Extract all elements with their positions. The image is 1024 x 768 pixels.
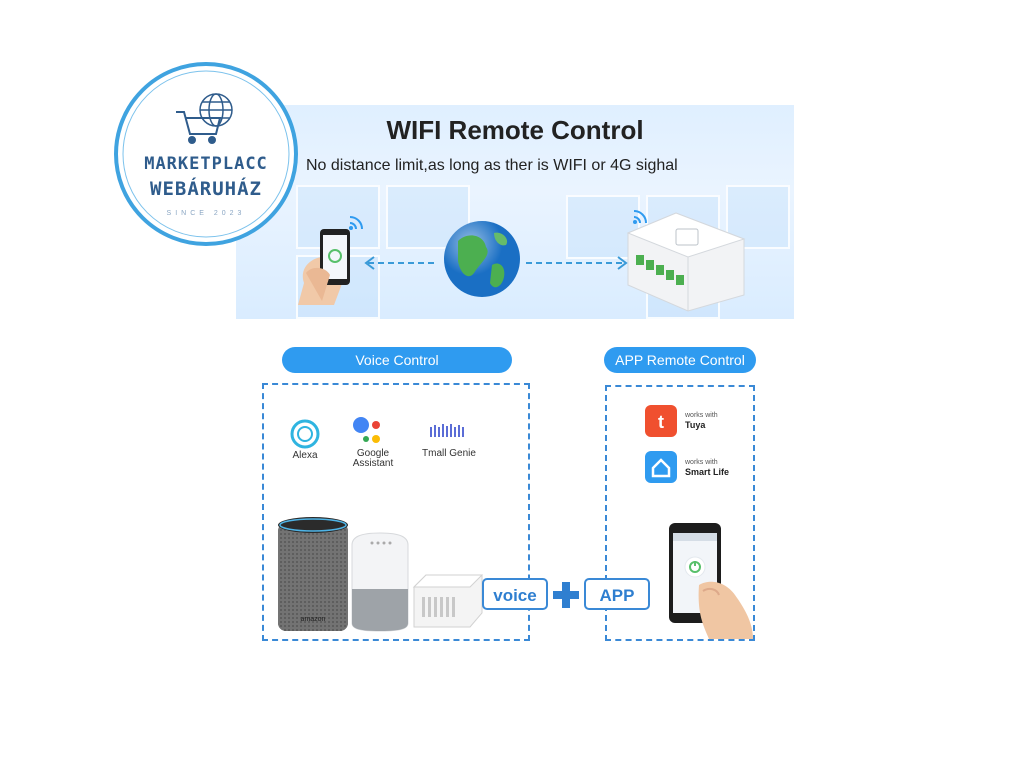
phone-in-hand-icon bbox=[298, 229, 350, 305]
marketplace-logo: MARKETPLACC WEBÁRUHÁZ SINCE 2023 bbox=[112, 60, 300, 248]
tuya-works-with: works with bbox=[685, 412, 718, 419]
smart-life-icon bbox=[645, 451, 677, 483]
tmall-genie-speaker-icon bbox=[412, 574, 484, 628]
google-assistant-icon bbox=[353, 417, 380, 443]
smart-life-works-with: works with bbox=[685, 459, 718, 466]
logo-since: SINCE 2023 bbox=[166, 210, 246, 217]
speaker-brand: amazon bbox=[301, 616, 326, 623]
wifi-signal-icon bbox=[633, 210, 647, 224]
phone-in-hand-icon bbox=[669, 523, 753, 639]
banner-title: WIFI Remote Control bbox=[386, 115, 644, 145]
app-control-title: APP Remote Control bbox=[604, 347, 756, 373]
voice-tag: voice bbox=[482, 578, 548, 610]
alexa-label: Alexa bbox=[292, 450, 318, 461]
smart-life-label: Smart Life bbox=[685, 467, 730, 477]
google-assistant-label: Google Assistant bbox=[352, 448, 394, 469]
logo-line1: MARKETPLACC bbox=[144, 154, 268, 174]
tuya-label: Tuya bbox=[685, 420, 706, 430]
voice-control-panel: Alexa Google Assistant Tmall Genie amazo… bbox=[262, 383, 530, 641]
svg-text:t: t bbox=[658, 412, 664, 432]
wifi-illustration bbox=[298, 210, 746, 312]
wifi-signal-icon bbox=[349, 216, 363, 230]
voice-control-title: Voice Control bbox=[282, 347, 512, 373]
plus-icon bbox=[553, 582, 579, 608]
tmall-genie-icon bbox=[430, 424, 464, 437]
tuya-icon: t bbox=[645, 405, 677, 437]
amazon-echo-speaker-icon: amazon bbox=[278, 517, 348, 631]
tmall-genie-label: Tmall Genie bbox=[422, 448, 476, 459]
app-tag: APP bbox=[584, 578, 650, 610]
smart-switch-module-icon bbox=[626, 212, 746, 312]
arrow-left-icon bbox=[364, 256, 434, 270]
wifi-banner: WIFI Remote Control No distance limit,as… bbox=[236, 105, 794, 319]
logo-line2: WEBÁRUHÁZ bbox=[150, 178, 262, 200]
globe-icon bbox=[199, 93, 233, 127]
arrow-right-icon bbox=[526, 256, 628, 270]
google-home-speaker-icon bbox=[351, 532, 409, 632]
smart-speakers-illustration: amazon bbox=[278, 517, 484, 632]
app-control-panel: t works with Tuya works with Smart Life bbox=[605, 385, 755, 641]
globe-icon bbox=[444, 221, 520, 297]
banner-subtitle: No distance limit,as long as ther is WIF… bbox=[306, 157, 678, 174]
alexa-icon bbox=[290, 419, 320, 449]
